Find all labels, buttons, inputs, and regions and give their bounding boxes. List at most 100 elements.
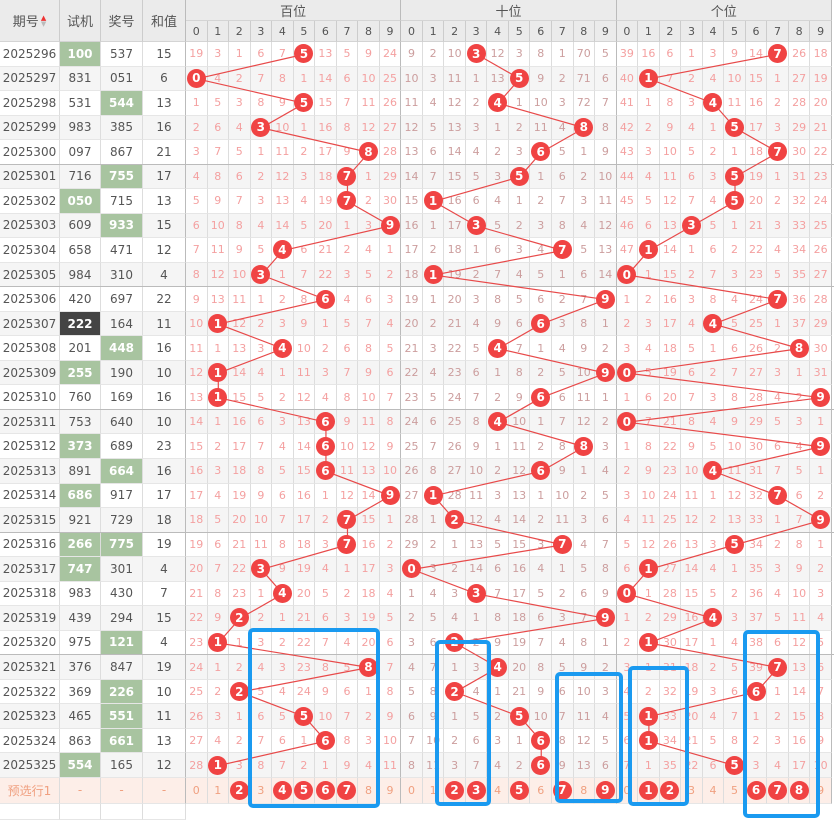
selected-digit-ball[interactable]: 4 <box>272 780 292 800</box>
selected-digit-ball[interactable]: 7 <box>337 780 357 800</box>
omission-cell: 6 <box>315 459 337 484</box>
omission-cell: 8 <box>788 532 811 558</box>
selected-digit-ball[interactable]: 6 <box>746 780 766 800</box>
selected-digit-ball[interactable]: 7 <box>768 780 788 800</box>
preselect-digit-cell[interactable]: 8 <box>573 777 596 804</box>
preselect-digit-cell[interactable]: 0 <box>186 777 208 804</box>
preselect-digit-cell[interactable]: 8 <box>358 777 380 804</box>
preselect-digit-cell[interactable]: 1 <box>638 777 660 804</box>
digit-header: 9 <box>379 21 402 42</box>
trial-cell: 373 <box>60 434 101 459</box>
preselect-digit-cell[interactable]: 1 <box>207 777 230 804</box>
omission-cell: 28 <box>788 91 811 116</box>
winning-digit-ball: 7 <box>552 534 572 554</box>
omission-cell: 9 <box>207 606 230 631</box>
selected-digit-ball[interactable]: 5 <box>509 780 529 800</box>
omission-cell: 3 <box>487 483 509 509</box>
digit-header: 2 <box>229 21 251 42</box>
selected-digit-ball[interactable]: 3 <box>466 780 486 800</box>
column-header-issue[interactable]: 期号 ▲▼ <box>0 0 60 42</box>
preselect-digit-cell[interactable]: 4 <box>702 777 725 804</box>
preselect-digit-cell[interactable]: 5 <box>724 777 746 804</box>
preselect-digit-cell[interactable]: 2 <box>659 777 682 804</box>
selected-digit-ball[interactable]: 7 <box>552 780 572 800</box>
omission-cell: 1 <box>530 336 552 361</box>
omission-cell: 5 <box>638 189 660 214</box>
preselect-digit-cell[interactable]: 3 <box>681 777 703 804</box>
omission-cell: 1 <box>336 213 359 239</box>
omission-cell: 8 <box>659 91 682 116</box>
omission-cell: 2 <box>293 140 316 165</box>
omission-cell: 8 <box>487 606 509 631</box>
omission-cell: 8 <box>702 287 725 312</box>
omission-cell: 5 <box>272 459 294 484</box>
selected-digit-ball[interactable]: 2 <box>445 780 465 800</box>
preselect-digit-cell[interactable]: 9 <box>810 777 832 804</box>
omission-cell: 4 <box>638 164 660 190</box>
preselect-digit-cell[interactable]: 3 <box>250 777 273 804</box>
preselect-digit-cell[interactable]: 9 <box>595 777 617 804</box>
selected-digit-ball[interactable]: 1 <box>638 780 658 800</box>
preselect-digit-cell[interactable]: 5 <box>508 777 531 804</box>
omission-cell: 1 <box>595 385 617 410</box>
omission-cell: 4 <box>487 189 509 214</box>
preselect-digit-cell[interactable]: 7 <box>767 777 789 804</box>
winning-digit-ball: 4 <box>488 93 508 113</box>
preselect-digit-cell[interactable]: 2 <box>229 777 251 804</box>
selected-digit-ball[interactable]: 5 <box>294 780 314 800</box>
preselect-digit-cell[interactable]: 4 <box>272 777 294 804</box>
omission-cell: 5 <box>552 360 574 386</box>
preselect-digit-cell[interactable]: 9 <box>379 777 402 804</box>
omission-cell: 6 <box>530 728 552 754</box>
preselect-digit-cell[interactable]: 6 <box>745 777 768 804</box>
preselect-digit-cell[interactable]: 2 <box>444 777 466 804</box>
preselect-digit-cell[interactable]: 7 <box>336 777 359 804</box>
preselect-digit-cell[interactable]: 4 <box>487 777 509 804</box>
omission-cell: 21 <box>681 728 703 754</box>
preselect-digit-cell[interactable]: 0 <box>616 777 639 804</box>
omission-cell: 30 <box>788 140 811 165</box>
award-cell: 310 <box>101 262 143 288</box>
omission-cell: 13 <box>659 213 682 239</box>
omission-cell: 10 <box>315 704 337 729</box>
omission-cell: 2 <box>681 66 703 92</box>
omission-cell: 6 <box>573 262 596 288</box>
preselect-digit-cell[interactable]: 8 <box>788 777 811 804</box>
preselect-digit-cell[interactable]: 1 <box>422 777 445 804</box>
omission-cell: 7 <box>552 189 574 214</box>
selected-digit-ball[interactable]: 8 <box>789 780 809 800</box>
omission-cell: 22 <box>401 360 423 386</box>
selected-digit-ball[interactable]: 2 <box>229 780 249 800</box>
selected-digit-ball[interactable]: 6 <box>315 780 335 800</box>
preselect-digit-cell[interactable]: 6 <box>530 777 552 804</box>
sort-icon[interactable]: ▲▼ <box>40 13 47 28</box>
omission-cell: 10 <box>186 311 208 337</box>
omission-cell: 4 <box>702 66 725 92</box>
omission-cell: 6 <box>659 42 682 67</box>
omission-cell: 1 <box>616 606 639 631</box>
omission-cell: 4 <box>595 459 617 484</box>
omission-cell: 8 <box>315 655 337 680</box>
omission-cell: 1 <box>616 385 639 410</box>
preselect-digit-cell[interactable]: 6 <box>315 777 337 804</box>
sum-cell: 16 <box>143 459 186 484</box>
preselect-digit-cell[interactable]: 5 <box>293 777 316 804</box>
preselect-digit-cell[interactable]: 7 <box>552 777 574 804</box>
omission-cell: 6 <box>465 189 488 214</box>
omission-cell: 6 <box>573 581 596 607</box>
omission-cell: 10 <box>250 508 273 533</box>
omission-cell: 4 <box>379 581 402 607</box>
omission-cell: 20 <box>681 704 703 729</box>
omission-cell: 1 <box>810 409 832 435</box>
omission-cell: 10 <box>358 66 380 92</box>
omission-cell: 7 <box>767 483 789 509</box>
omission-cell: 30 <box>379 189 402 214</box>
trial-cell: 658 <box>60 238 101 263</box>
preselect-digit-cell[interactable]: 3 <box>465 777 488 804</box>
winning-digit-ball: 6 <box>315 412 335 432</box>
preselect-digit-cell[interactable]: 0 <box>401 777 423 804</box>
selected-digit-ball[interactable]: 9 <box>595 780 615 800</box>
selected-digit-ball[interactable]: 2 <box>660 780 680 800</box>
omission-cell: 4 <box>272 434 294 459</box>
omission-cell: 1 <box>681 42 703 67</box>
